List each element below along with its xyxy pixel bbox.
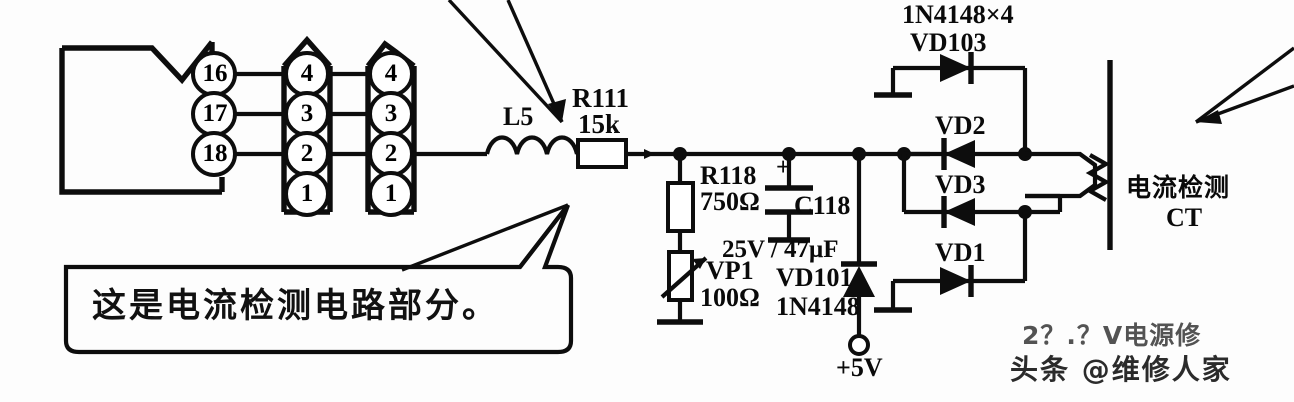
watermark-line-1: 2？.？V电源修 [1022, 321, 1202, 350]
connector-a-pin-3: 3 [300, 100, 314, 127]
connector-b-pin-3: 3 [384, 100, 398, 127]
resistor-r111 [576, 138, 680, 169]
label-transformer-ct-ref: CT [1166, 203, 1203, 232]
label-power-rail-5v: +5V [836, 353, 883, 382]
main-rail [673, 147, 930, 161]
label-diode-vd2: VD2 [935, 111, 986, 140]
label-inductor-l5: L5 [503, 102, 534, 131]
branch-vd101 [841, 154, 877, 356]
connector-b-pin-2: 2 [384, 140, 398, 167]
pointer-arrow-top-right [1194, 46, 1294, 124]
label-potentiometer-vp1-value: 100Ω [700, 283, 760, 312]
watermark-line-2: 头条 @维修人家 [1010, 353, 1232, 386]
label-diode-vd101-ref: VD101 [776, 263, 853, 292]
ic-pin-17: 17 [202, 100, 228, 127]
branch-r118-vp1 [657, 154, 708, 325]
connector-a [281, 35, 333, 217]
callout-text: 这是电流检测电路部分。 [92, 286, 499, 326]
label-resistor-r118-ref: R118 [700, 161, 757, 190]
branch-c118 [765, 154, 813, 243]
label-resistor-r111-ref: R111 [572, 83, 630, 113]
label-resistor-r118-value: 750Ω [700, 187, 760, 216]
connector-b-pin-1: 1 [384, 180, 398, 207]
wires-ic-to-connector-a [235, 71, 286, 157]
diode-bridge [874, 52, 1032, 313]
wires-connector-a-to-b [328, 71, 370, 157]
callout-leader-line [401, 203, 569, 272]
connector-a-pin-4: 4 [300, 60, 314, 87]
label-bridge-part-note: 1N4148×4 [902, 0, 1014, 29]
label-diode-vd101-part: 1N4148 [776, 292, 860, 321]
label-capacitor-c118-ref: C118 [794, 191, 851, 220]
callout-box [63, 203, 574, 355]
label-diode-vd103: VD103 [910, 28, 987, 57]
current-transformer-ct [1025, 60, 1113, 250]
ic-pin-circles [191, 51, 237, 177]
label-potentiometer-vp1-ref: VP1 [706, 256, 754, 285]
pointer-arrow-top-left [447, 0, 566, 124]
connector-a-pin-1: 1 [300, 180, 314, 207]
label-resistor-r111-value: 15k [578, 109, 621, 139]
label-capacitor-c118-value: 25V / 47μF [722, 236, 839, 263]
label-diode-vd3: VD3 [935, 170, 986, 199]
ic-pin-18: 18 [202, 140, 228, 167]
connector-b-pin-4: 4 [384, 60, 398, 87]
label-capacitor-polarity: + [776, 154, 791, 181]
label-diode-vd1: VD1 [935, 238, 986, 267]
ic-pin-16: 16 [202, 60, 228, 87]
label-transformer-ct-name: 电流检测 [1126, 173, 1231, 202]
connector-a-pin-2: 2 [300, 140, 314, 167]
